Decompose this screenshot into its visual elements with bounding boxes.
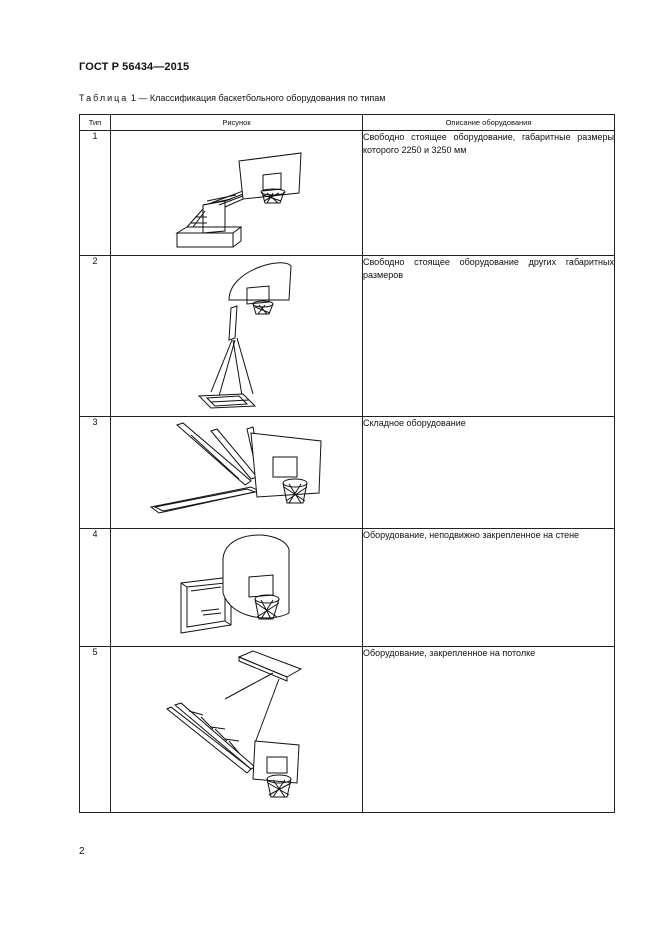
picture-cell xyxy=(110,646,363,813)
picture-cell xyxy=(110,528,363,647)
description-cell: Складное оборудование xyxy=(362,416,615,529)
description-cell: Свободно стоящее оборудование других габ… xyxy=(362,255,615,417)
table-row: 5 xyxy=(79,646,615,813)
description-cell: Оборудование, закрепленное на потолке xyxy=(362,646,615,813)
document-code: ГОСТ Р 56434—2015 xyxy=(79,61,190,73)
table-row: 2 Свободно стоящее оборудование других г… xyxy=(79,255,615,417)
table-caption-text: — Классификация баскетбольного оборудова… xyxy=(138,93,386,103)
type-cell: 2 xyxy=(79,255,111,417)
wall-mounted-hoop-illustration xyxy=(180,534,290,634)
freestanding-hoop-large-illustration xyxy=(175,152,302,248)
picture-cell xyxy=(110,130,363,256)
equipment-table: Тип Рисунок Описание оборудования 1 xyxy=(79,114,615,813)
column-header-description: Описание оборудования xyxy=(362,114,615,131)
table-caption-label: Таблица xyxy=(79,93,129,103)
ceiling-mounted-hoop-illustration xyxy=(166,650,303,798)
picture-cell xyxy=(110,255,363,417)
type-cell: 3 xyxy=(79,416,111,529)
folding-hoop-illustration xyxy=(149,422,322,514)
page-number: 2 xyxy=(79,846,85,857)
description-cell: Свободно стоящее оборудование, габаритны… xyxy=(362,130,615,256)
type-cell: 4 xyxy=(79,528,111,647)
table-caption-number: 1 xyxy=(130,93,136,103)
table-header-row: Тип Рисунок Описание оборудования xyxy=(79,114,615,131)
table-row: 3 Складное оборудование xyxy=(79,416,615,529)
type-cell: 1 xyxy=(79,130,111,256)
table-row: 1 Свобод xyxy=(79,130,615,256)
type-cell: 5 xyxy=(79,646,111,813)
column-header-type: Тип xyxy=(79,114,111,131)
picture-cell xyxy=(110,416,363,529)
table-caption: Таблица 1 — Классификация баскетбольного… xyxy=(79,93,385,103)
column-header-picture: Рисунок xyxy=(110,114,363,131)
freestanding-hoop-other-illustration xyxy=(197,262,292,409)
table-row: 4 Оборудование, неподвижно закрепленное … xyxy=(79,528,615,647)
description-cell: Оборудование, неподвижно закрепленное на… xyxy=(362,528,615,647)
